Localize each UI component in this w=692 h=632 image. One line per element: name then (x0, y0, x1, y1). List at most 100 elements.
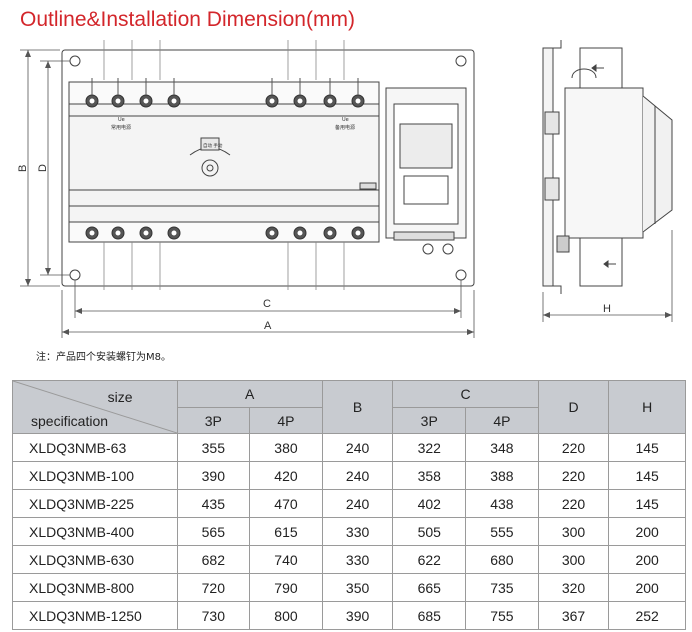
dimension-lines (20, 49, 475, 338)
dimension-table: size specification A B C D H 3P 4P 3P 4P… (12, 380, 686, 630)
cell-a3: 390 (176, 461, 251, 490)
page-title: Outline&Installation Dimension(mm) (20, 8, 355, 31)
col-B: B (321, 380, 394, 434)
cell-model: XLDQ3NMB-630 (12, 545, 178, 574)
mount-hole-icon (455, 55, 467, 67)
cell-d: 367 (537, 601, 610, 630)
cell-c4: 680 (465, 545, 539, 574)
cell-a4: 740 (249, 545, 323, 574)
side-terminal (544, 177, 560, 201)
cell-h: 200 (608, 545, 686, 574)
display-screen (399, 123, 453, 169)
cell-a4: 615 (249, 517, 323, 546)
cell-b: 240 (321, 433, 394, 462)
cell-a3: 720 (176, 573, 251, 602)
cell-a4: 420 (249, 461, 323, 490)
diagonal-divider (13, 381, 177, 433)
cell-a3: 565 (176, 517, 251, 546)
front-view (61, 40, 475, 290)
mounting-note: 注：产品四个安装螺钉为M8。 (36, 352, 171, 363)
cell-c4: 348 (465, 433, 539, 462)
cell-h: 145 (608, 433, 686, 462)
cell-h: 145 (608, 461, 686, 490)
col-A-4P: 4P (249, 407, 323, 434)
cell-h: 252 (608, 601, 686, 630)
ue-right-label: Ue (342, 117, 349, 123)
col-A-3P: 3P (176, 407, 251, 434)
cell-d: 220 (537, 433, 610, 462)
cell-h: 145 (608, 489, 686, 518)
ground-icon (422, 243, 434, 255)
col-H: H (608, 380, 686, 434)
side-controller (642, 95, 673, 233)
cell-b: 330 (321, 517, 394, 546)
cell-model: XLDQ3NMB-400 (12, 517, 178, 546)
knob-label: 自动 手动 (203, 142, 223, 149)
col-C-4P: 4P (465, 407, 539, 434)
cell-b: 240 (321, 489, 394, 518)
cell-b: 330 (321, 545, 394, 574)
cell-a3: 730 (176, 601, 251, 630)
cell-a3: 682 (176, 545, 251, 574)
cell-model: XLDQ3NMB-225 (12, 489, 178, 518)
dim-label-D: D (37, 164, 49, 172)
dim-label-B: B (17, 165, 29, 172)
cell-c3: 685 (392, 601, 467, 630)
cell-c3: 622 (392, 545, 467, 574)
cell-h: 200 (608, 573, 686, 602)
side-body (564, 87, 644, 239)
col-C: C (392, 380, 539, 408)
cell-d: 300 (537, 545, 610, 574)
cell-a4: 800 (249, 601, 323, 630)
cell-c3: 358 (392, 461, 467, 490)
switch-body (68, 103, 380, 223)
cell-c3: 322 (392, 433, 467, 462)
col-C-3P: 3P (392, 407, 467, 434)
mount-hole-icon (69, 269, 81, 281)
mount-hole-icon (69, 55, 81, 67)
cell-model: XLDQ3NMB-63 (12, 433, 178, 462)
cell-c3: 665 (392, 573, 467, 602)
outline-drawing: B D C A Ue 常用电源 Ue 备用电源 自动 手动 H (17, 40, 673, 338)
cell-b: 240 (321, 461, 394, 490)
cell-b: 390 (321, 601, 394, 630)
col-A: A (176, 380, 323, 408)
ue-left-label: Ue (118, 117, 125, 123)
header-spec: specification (31, 413, 109, 429)
side-plate (542, 47, 554, 287)
keypad (403, 175, 449, 205)
dim-label-C: C (263, 298, 271, 310)
cell-c4: 735 (465, 573, 539, 602)
cell-d: 320 (537, 573, 610, 602)
cell-c3: 402 (392, 489, 467, 518)
cell-a3: 355 (176, 433, 251, 462)
dim-label-H: H (603, 303, 611, 315)
header-size: size (107, 389, 133, 405)
mounting-plate (61, 49, 475, 287)
col-D: D (537, 380, 610, 434)
mount-hole-icon (455, 269, 467, 281)
cell-c4: 388 (465, 461, 539, 490)
dim-label-A: A (264, 320, 272, 332)
cell-c3: 505 (392, 517, 467, 546)
ue-right-sub: 备用电源 (335, 124, 355, 131)
cell-b: 350 (321, 573, 394, 602)
side-terminal (544, 111, 560, 135)
knob-icon (201, 159, 219, 177)
ground-icon (442, 243, 454, 255)
cell-a4: 470 (249, 489, 323, 518)
cell-c4: 438 (465, 489, 539, 518)
cell-d: 220 (537, 489, 610, 518)
side-view (542, 40, 673, 294)
cell-a3: 435 (176, 489, 251, 518)
cell-c4: 755 (465, 601, 539, 630)
cell-h: 200 (608, 517, 686, 546)
cell-model: XLDQ3NMB-1250 (12, 601, 178, 630)
